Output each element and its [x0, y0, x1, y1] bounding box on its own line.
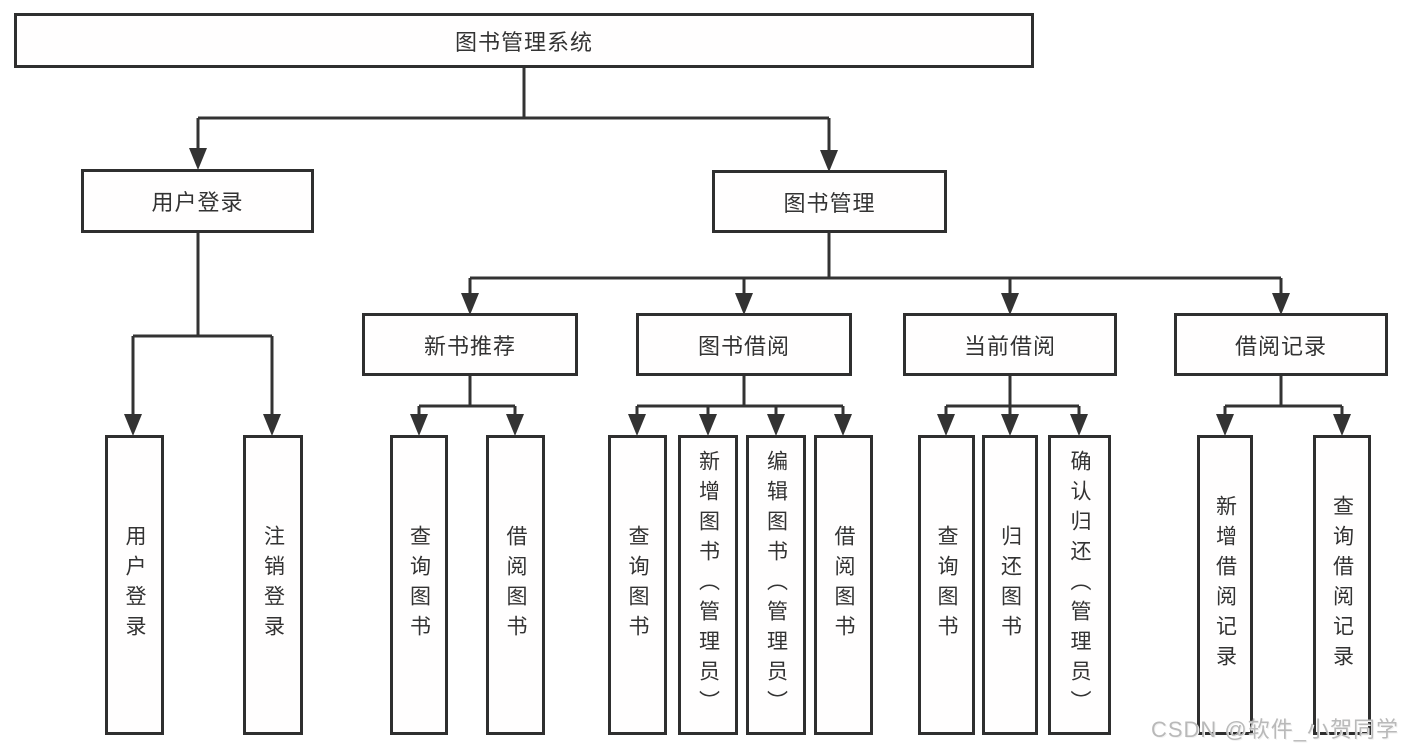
leaf-user-login: 用户登录: [105, 435, 164, 735]
leaf-add-book-admin-label: 新增图书（管理员）: [696, 450, 720, 720]
leaf-borrow-books-borrow: 借阅图书: [814, 435, 873, 735]
node-new-book-recommend: 新书推荐: [362, 313, 578, 376]
node-book-management: 图书管理: [712, 170, 947, 233]
node-root-label: 图书管理系统: [454, 29, 593, 55]
leaf-add-borrow-record: 新增借阅记录: [1197, 435, 1253, 735]
leaf-borrow-books-recommend-label: 借阅图书: [504, 525, 527, 645]
csdn-watermark: CSDN @软件_小贺同学: [1150, 717, 1399, 742]
node-book-borrow: 图书借阅: [636, 313, 852, 376]
leaf-query-books-recommend: 查询图书: [390, 435, 448, 735]
node-current-borrow: 当前借阅: [903, 313, 1117, 376]
leaf-confirm-return-admin: 确认归还（管理员）: [1048, 435, 1111, 735]
leaf-query-borrow-record-label: 查询借阅记录: [1330, 495, 1354, 675]
leaf-logout-label: 注销登录: [261, 525, 285, 645]
leaf-confirm-return-admin-label: 确认归还（管理员）: [1068, 450, 1091, 720]
leaf-query-borrow-record: 查询借阅记录: [1313, 435, 1371, 735]
leaf-add-book-admin: 新增图书（管理员）: [678, 435, 738, 735]
node-book-borrow-label: 图书借阅: [697, 333, 790, 359]
leaf-return-book: 归还图书: [982, 435, 1038, 735]
node-current-borrow-label: 当前借阅: [963, 333, 1056, 359]
leaf-return-book-label: 归还图书: [998, 525, 1022, 645]
leaf-query-books-current: 查询图书: [918, 435, 975, 735]
leaf-user-login-label: 用户登录: [123, 525, 146, 645]
leaf-query-books-borrow: 查询图书: [608, 435, 667, 735]
leaf-logout: 注销登录: [243, 435, 303, 735]
leaf-borrow-books-borrow-label: 借阅图书: [832, 525, 855, 645]
node-root: 图书管理系统: [14, 13, 1034, 68]
leaf-query-books-recommend-label: 查询图书: [407, 525, 431, 645]
leaf-edit-book-admin: 编辑图书（管理员）: [746, 435, 806, 735]
leaf-query-books-current-label: 查询图书: [935, 525, 958, 645]
leaf-borrow-books-recommend: 借阅图书: [486, 435, 545, 735]
node-book-management-label: 图书管理: [783, 190, 876, 216]
node-user-login-label: 用户登录: [151, 190, 244, 215]
node-user-login: 用户登录: [81, 169, 314, 233]
node-new-book-recommend-label: 新书推荐: [423, 333, 516, 359]
leaf-add-borrow-record-label: 新增借阅记录: [1213, 495, 1237, 675]
leaf-query-books-borrow-label: 查询图书: [626, 525, 649, 645]
node-borrow-records-label: 借阅记录: [1234, 333, 1327, 359]
leaf-edit-book-admin-label: 编辑图书（管理员）: [764, 450, 788, 720]
node-borrow-records: 借阅记录: [1174, 313, 1388, 376]
